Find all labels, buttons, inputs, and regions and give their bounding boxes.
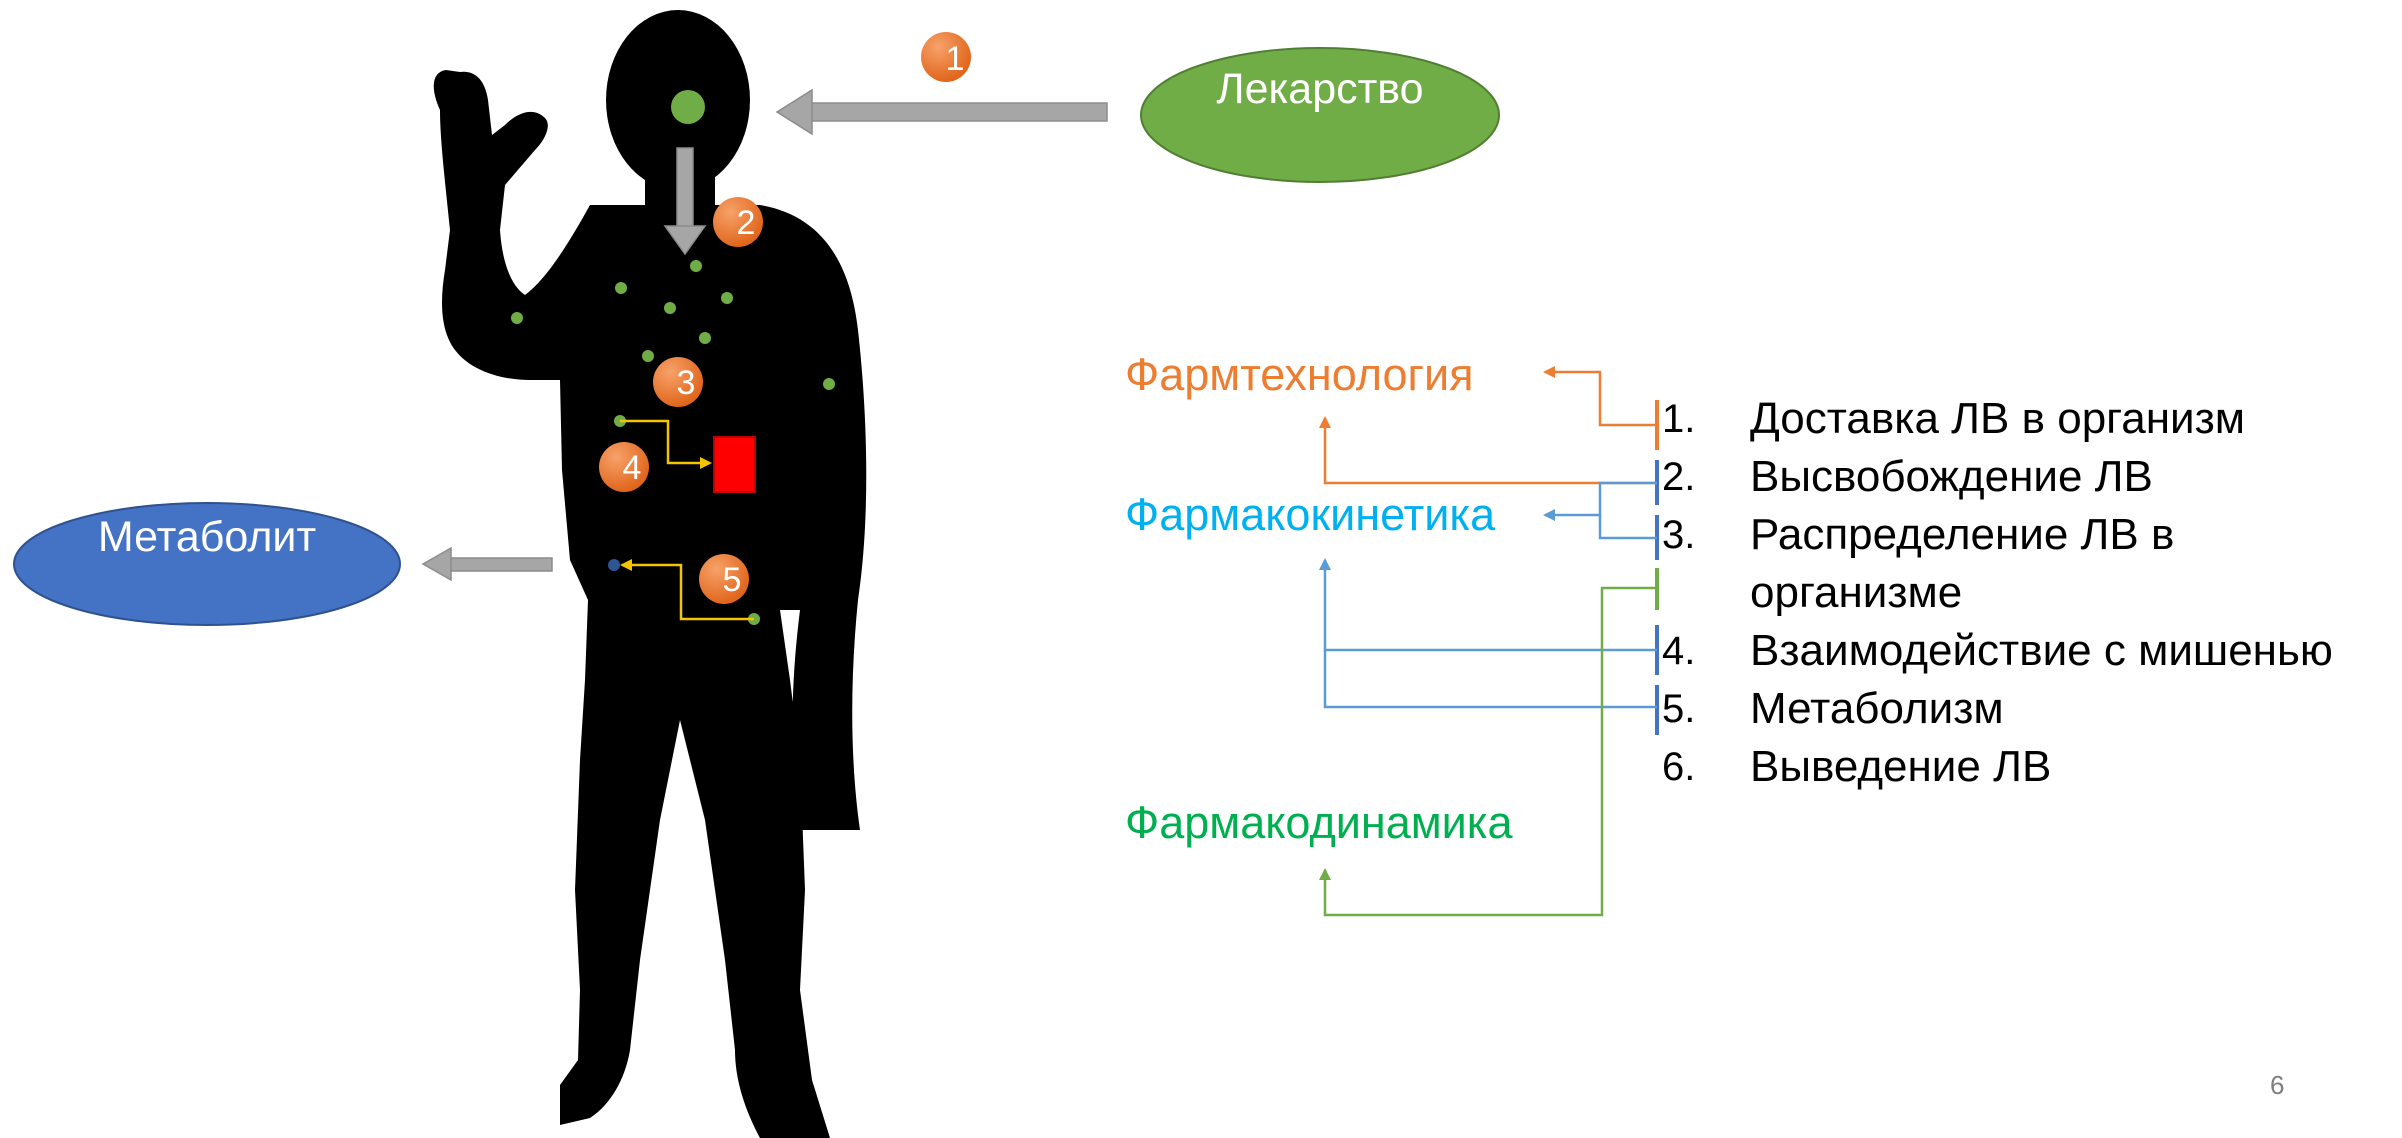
list-item-number: 6.: [1662, 738, 1732, 796]
svg-text:4: 4: [623, 449, 642, 487]
svg-text:3: 3: [677, 364, 696, 402]
connector-pk-3: [1600, 515, 1657, 538]
connector-pd: [1325, 588, 1657, 915]
connector-pk-4: [1325, 560, 1657, 650]
drug-intake-arrow: [777, 90, 1107, 134]
svg-text:2: 2: [737, 204, 756, 242]
badge-2: 2: [713, 197, 763, 247]
badge-3: 3: [653, 357, 703, 407]
svg-text:5: 5: [723, 561, 742, 599]
list-item-text: Распределение ЛВ в организме: [1750, 506, 2310, 622]
connector-pharmtech-2: [1325, 418, 1657, 483]
list-item-number: 5.: [1662, 680, 1732, 738]
excretion-arrow: [423, 548, 552, 580]
connector-pk-2: [1545, 483, 1657, 515]
metabolite-label: Метаболит: [92, 510, 322, 564]
list-item-text: Метаболизм: [1750, 680, 2004, 738]
svg-text:1: 1: [946, 40, 965, 78]
human-silhouette: [434, 10, 867, 1138]
list-item-number: 4.: [1662, 622, 1732, 680]
category-pharmacokinetics: Фармакокинетика: [1125, 487, 1495, 543]
category-pharmacodynamics: Фармакодинамика: [1125, 795, 1520, 851]
badge-5: 5: [699, 554, 749, 604]
list-item-text: Доставка ЛВ в организм: [1750, 390, 2245, 448]
badge-1: 1: [921, 32, 971, 82]
list-item-number: 2.: [1662, 448, 1732, 506]
connector-pharmtech-1: [1545, 372, 1657, 425]
page-number: 6: [2270, 1070, 2284, 1101]
metabolite-particle: [608, 559, 620, 571]
list-item-number: 3.: [1662, 506, 1732, 564]
list-item-number: 1.: [1662, 390, 1732, 448]
badge-4: 4: [599, 442, 649, 492]
drug-label: Лекарство: [1195, 62, 1445, 116]
connector-pk-5: [1325, 650, 1657, 707]
list-item-text: Взаимодействие с мишенью: [1750, 622, 2333, 680]
category-pharmtech: Фармтехнология: [1125, 347, 1473, 403]
list-item-text: Выведение ЛВ: [1750, 738, 2051, 796]
list-item-text: Высвобождение ЛВ: [1750, 448, 2153, 506]
target-receptor: [714, 437, 755, 492]
